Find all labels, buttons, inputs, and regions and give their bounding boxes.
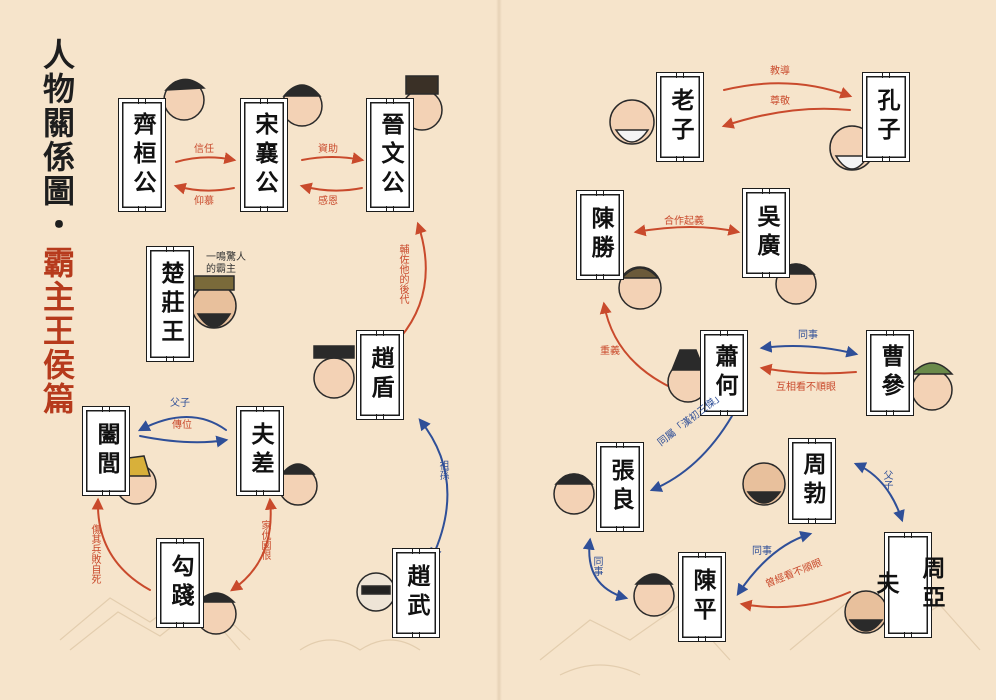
card-label: 曹參	[877, 344, 904, 402]
face-chen-ping	[633, 575, 675, 617]
card-label: 陳平	[689, 568, 716, 626]
card-song-xiang-gong: 宋襄公	[240, 98, 288, 212]
face-fu-chai	[278, 466, 318, 506]
card-label: 晉文公	[377, 111, 404, 199]
card-jin-wen-gong: 晉文公	[366, 98, 414, 212]
face-zhao-wu	[356, 572, 396, 612]
card-fu-chai: 夫差	[236, 406, 284, 496]
face-qi-huan-gong	[163, 79, 205, 121]
label-zhanwu: 傷其兵敗自死	[89, 524, 100, 584]
arrow-xinren	[175, 152, 237, 165]
label-chu-note: 一鳴驚人的霸主	[206, 252, 246, 275]
card-wu-guang: 吳廣	[742, 188, 790, 278]
label-cengjing: 曾經看不順眼	[764, 557, 824, 591]
label-fuzuo: 輔佐他的後代	[397, 244, 408, 304]
card-label: 張良	[607, 458, 634, 516]
page-title: 人物關係圖・	[38, 38, 76, 242]
label-zizhu: 資助	[318, 144, 338, 155]
arrow-jiaodao	[723, 82, 853, 99]
card-label: 楚莊王	[157, 260, 184, 348]
label-jiaodao: 教導	[770, 66, 790, 77]
card-label: 蕭何	[711, 344, 738, 402]
card-he-lu: 闔閭	[82, 406, 130, 496]
card-kong-zi: 孔子	[862, 72, 910, 162]
face-song-xiang-gong	[281, 85, 323, 127]
card-zhang-liang: 張良	[596, 442, 644, 532]
label-huxiang: 互相看不順眼	[776, 382, 836, 393]
face-chen-sheng	[618, 266, 662, 310]
label-yangmu: 仰慕	[194, 196, 214, 207]
arrow-zizhu	[301, 152, 365, 165]
label-tongshi-1: 同事	[798, 330, 818, 341]
card-xiao-he: 蕭何	[700, 330, 748, 416]
card-label: 宋襄公	[251, 111, 278, 199]
face-cao-can	[911, 369, 953, 411]
card-zhao-wu: 趙武	[392, 548, 440, 638]
label-xinren: 信任	[194, 144, 214, 155]
arrow-fuzi-2	[853, 462, 905, 523]
arrow-huxiang	[759, 363, 857, 376]
arrow-tongshi-1	[759, 340, 859, 358]
card-label: 周亞夫	[872, 556, 945, 614]
arrow-chuanwei	[139, 435, 229, 448]
book-gutter	[496, 0, 502, 700]
label-ganen: 感恩	[318, 196, 338, 207]
face-zhou-bo	[742, 462, 786, 506]
label-hanchu: 同屬「漢初三傑」	[656, 390, 726, 449]
face-lao-zi	[609, 99, 655, 145]
card-lao-zi: 老子	[656, 72, 704, 162]
card-zhao-dun: 趙盾	[356, 330, 404, 420]
card-cao-can: 曹參	[866, 330, 914, 416]
card-chen-ping: 陳平	[678, 552, 726, 642]
card-label: 吳廣	[753, 204, 780, 262]
label-zunjing: 尊敬	[770, 96, 790, 107]
label-fuzi-1: 父子	[170, 398, 190, 409]
arrow-yangmu	[173, 182, 235, 195]
card-label: 闔閭	[93, 422, 120, 480]
arrow-ganen	[299, 182, 363, 195]
card-label: 周勃	[799, 452, 826, 510]
label-tongshi-3: 同事	[752, 546, 772, 557]
face-zhang-liang	[553, 473, 595, 515]
card-label: 勾踐	[167, 554, 194, 612]
arrow-zhanwu	[91, 497, 151, 591]
page-subtitle: 霸主王侯篇	[38, 246, 76, 416]
label-chuanwei: 傳位	[172, 420, 192, 431]
face-zhao-dun	[313, 357, 355, 399]
card-gou-jian: 勾踐	[156, 538, 204, 628]
label-jiachou: 家仇國恨	[259, 520, 270, 560]
card-label: 夫差	[247, 422, 274, 480]
label-zusun: 祖孫	[437, 460, 448, 480]
card-label: 趙武	[403, 564, 430, 622]
arrow-zunjing	[721, 107, 851, 129]
card-label: 陳勝	[587, 206, 614, 264]
label-zhongyi: 重義	[600, 346, 620, 357]
card-label: 老子	[667, 88, 694, 146]
label-fuzi-2: 父子	[881, 470, 892, 490]
card-chen-sheng: 陳勝	[576, 190, 624, 280]
label-tongshi-2: 同事	[591, 556, 602, 576]
arrow-zusun	[418, 418, 449, 561]
card-chu-zhuang-wang: 楚莊王	[146, 246, 194, 362]
label-hezuo: 合作起義	[664, 216, 704, 227]
card-label: 齊桓公	[129, 111, 156, 199]
card-label: 趙盾	[367, 346, 394, 404]
card-qi-huan-gong: 齊桓公	[118, 98, 166, 212]
face-chu-zhuang-wang	[191, 283, 237, 329]
card-zhou-bo: 周勃	[788, 438, 836, 524]
card-label: 孔子	[873, 88, 900, 146]
card-zhou-ya-fu: 周亞夫	[872, 532, 945, 638]
arrow-cengjing	[739, 591, 851, 612]
